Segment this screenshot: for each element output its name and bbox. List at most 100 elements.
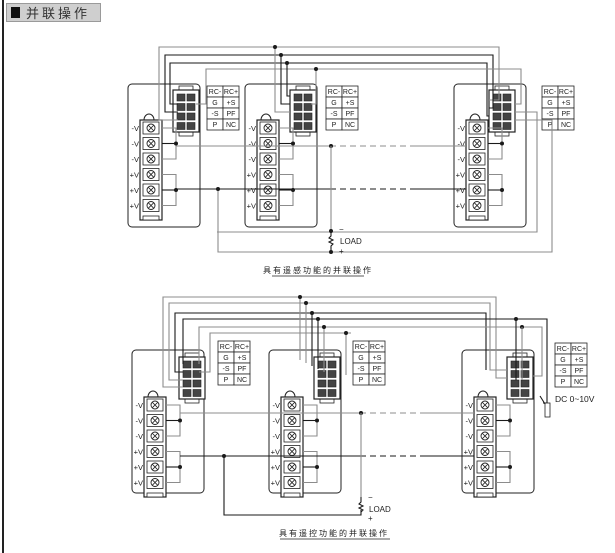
connector-pin <box>182 370 192 378</box>
junction-dot <box>329 229 333 233</box>
pin-label: NC <box>561 122 571 129</box>
junction-dot <box>322 325 326 329</box>
connector-pin <box>327 379 337 388</box>
block-foot <box>476 492 494 498</box>
connector-pin <box>303 93 313 102</box>
terminal-label: -V <box>466 417 474 426</box>
terminal-label: -V <box>466 401 474 410</box>
pin-label: -S <box>331 111 338 118</box>
screw-cross <box>481 432 489 440</box>
terminal-label: +V <box>134 479 143 488</box>
junction-dot <box>314 67 318 71</box>
connector-pin <box>176 103 186 111</box>
screw-cross <box>151 417 159 424</box>
screw-cross <box>473 124 481 132</box>
screw-cross <box>264 171 272 178</box>
pin-label: P <box>332 122 337 129</box>
terminal-label: +V <box>271 479 280 488</box>
connector-pin <box>176 122 186 130</box>
junction-dot <box>291 141 295 146</box>
connector-pin <box>186 112 196 121</box>
pin-cell <box>222 118 240 131</box>
block-hook <box>284 390 296 398</box>
junction-dot <box>315 418 319 423</box>
remote-connector <box>506 352 534 404</box>
terminal-label: +V <box>130 171 139 180</box>
pin-label: -S <box>358 366 365 373</box>
sense-wire <box>164 54 494 113</box>
junction-dot <box>178 465 182 469</box>
terminal-label: +V <box>464 463 473 472</box>
connector-pin <box>186 103 196 111</box>
pin-label: NC <box>345 122 355 129</box>
section-title: 并联操作 <box>26 7 91 22</box>
pin-cell <box>570 375 588 388</box>
pin-label: G <box>212 100 217 107</box>
connector-pin <box>492 112 502 121</box>
block-foot <box>468 215 486 221</box>
sense-drop <box>280 55 290 105</box>
terminal-label: +V <box>464 448 473 457</box>
remote-connector <box>178 352 206 404</box>
screw-cross <box>147 140 155 147</box>
pin-label: RC- <box>328 89 341 96</box>
screw-cross <box>473 140 481 147</box>
screw-cross <box>147 186 155 194</box>
diagram-remote-sense: -V-V-V+V+V+V-V-V-V+V+V+V-V-V-V+V+V+VRC-R… <box>127 45 575 256</box>
terminal-label: -V <box>466 432 474 441</box>
pin-label: PF <box>373 366 382 373</box>
control-wire <box>198 326 543 377</box>
connector-pin <box>192 379 202 388</box>
screw-cross <box>288 432 296 440</box>
pin-label: +S <box>227 100 236 107</box>
pin-label: RC+ <box>559 89 573 96</box>
pin-label: -S <box>560 368 567 375</box>
connector-pin <box>502 112 512 121</box>
screw-cross <box>481 479 489 486</box>
screw-cross <box>473 171 481 178</box>
pin-label: PF <box>562 111 571 118</box>
power-supply-unit: -V-V-V+V+V+V <box>453 83 527 228</box>
screw-cross <box>264 155 272 163</box>
sense-drop <box>286 63 290 97</box>
power-supply-unit: -V-V-V+V+V+V <box>244 83 318 228</box>
screw-cross <box>151 401 159 409</box>
connector-pin <box>192 370 202 378</box>
pin-label: +S <box>238 355 247 362</box>
pin-label: P <box>213 122 218 129</box>
screw-cross <box>264 124 272 132</box>
connector-pin <box>492 122 502 130</box>
connector-pin <box>327 360 337 369</box>
connector-pin <box>502 93 512 102</box>
pin-label: +S <box>346 100 355 107</box>
terminal-label: +V <box>134 463 143 472</box>
screw-cross <box>481 448 489 455</box>
terminal-label: +V <box>130 202 139 211</box>
terminal-label: +V <box>134 448 143 457</box>
section-header: 并联操作 <box>6 3 102 22</box>
pin-label: RC+ <box>224 89 238 96</box>
pin-label: RC+ <box>235 344 249 351</box>
connector-pin <box>182 360 192 369</box>
junction-dot <box>273 45 277 49</box>
junction-dot <box>508 418 512 423</box>
caption-remote-sense: 具有遥感功能的并联操作 <box>263 265 373 275</box>
connector-pin <box>502 122 512 130</box>
terminal-label: +V <box>247 186 256 195</box>
pin-label: G <box>223 355 228 362</box>
connector-pin <box>176 93 186 102</box>
sense-wire <box>169 62 489 117</box>
terminal-label: +V <box>456 202 465 211</box>
control-wire <box>174 312 487 373</box>
pin-label: G <box>560 357 565 364</box>
pin-label: +S <box>373 355 382 362</box>
pin-label: G <box>547 100 552 107</box>
control-source-arrow <box>539 395 546 405</box>
block-hook <box>477 390 489 398</box>
connector-pin <box>327 370 337 378</box>
connector-pin <box>510 379 520 388</box>
screw-cross <box>288 479 296 486</box>
